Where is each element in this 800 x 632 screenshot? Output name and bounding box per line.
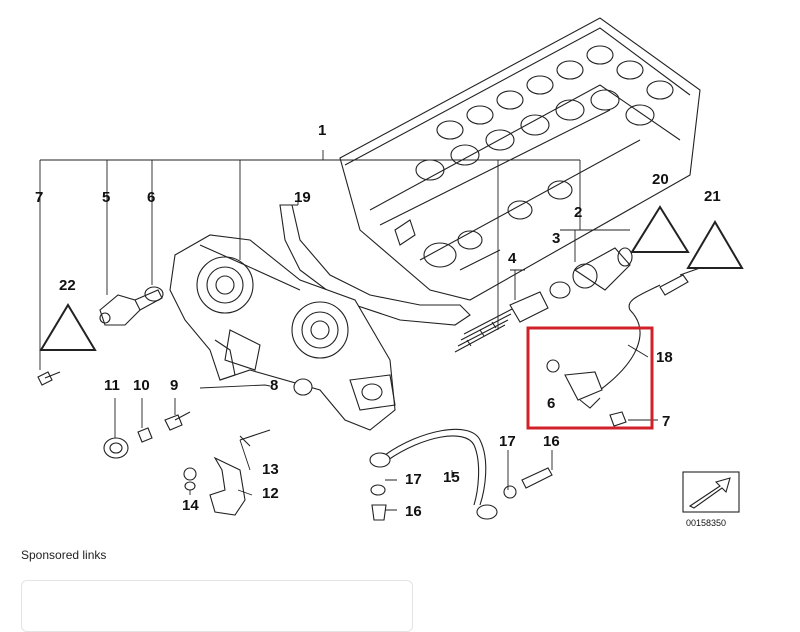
callout-16-left: 16: [405, 503, 422, 520]
callout-8: 8: [270, 377, 278, 394]
callout-18: 18: [656, 349, 673, 366]
callout-16-right: 16: [543, 433, 560, 450]
callout-14: 14: [182, 497, 199, 514]
callout-6-lower: 6: [547, 395, 555, 412]
callout-1: 1: [318, 122, 326, 139]
callout-22: 22: [59, 277, 76, 294]
callout-2: 2: [574, 204, 582, 221]
callout-7-lower: 7: [662, 413, 670, 430]
part-number: 00158350: [686, 518, 726, 528]
callout-9: 9: [170, 377, 178, 394]
oil-line-drawing: [369, 428, 553, 521]
spring-drawing: [454, 281, 571, 353]
callout-3: 3: [552, 230, 560, 247]
vanos-unit-drawing: [169, 234, 396, 431]
callout-labels: 1 2 3 4 5 6 6 7 7 8 9 10 11 12 13 14 15 …: [35, 122, 726, 528]
callout-7-upper: 7: [35, 189, 43, 206]
ad-container[interactable]: [21, 580, 413, 632]
callout-17-left: 17: [405, 471, 422, 488]
callout-5: 5: [102, 189, 110, 206]
callout-10: 10: [133, 377, 150, 394]
callout-13: 13: [262, 461, 279, 478]
cable-sensor-drawing: [599, 267, 701, 391]
callout-4: 4: [508, 250, 517, 267]
catalog-arrow-icon: [682, 471, 740, 513]
callout-11: 11: [104, 377, 120, 394]
cylinder-head-drawing: [339, 17, 701, 301]
warning-triangle-icon: [39, 205, 744, 351]
callout-20: 20: [652, 171, 669, 188]
callout-15: 15: [443, 469, 460, 486]
callout-21: 21: [704, 188, 721, 205]
parts-diagram: 1 2 3 4 5 6 6 7 7 8 9 10 11 12 13 14 15 …: [35, 17, 744, 528]
callout-12: 12: [262, 485, 279, 502]
callout-17-right: 17: [499, 433, 516, 450]
solenoid-drawing: [572, 247, 633, 291]
gasket-drawing: [279, 204, 471, 326]
small-hardware: [37, 371, 313, 516]
callout-19: 19: [294, 189, 311, 206]
sensor-drawing: [99, 286, 164, 326]
sponsored-links-label: Sponsored links: [21, 548, 107, 562]
callout-6-upper: 6: [147, 189, 155, 206]
highlight-frame: [526, 326, 654, 430]
highlighted-parts: [546, 359, 627, 427]
leader-lines: [39, 150, 658, 511]
